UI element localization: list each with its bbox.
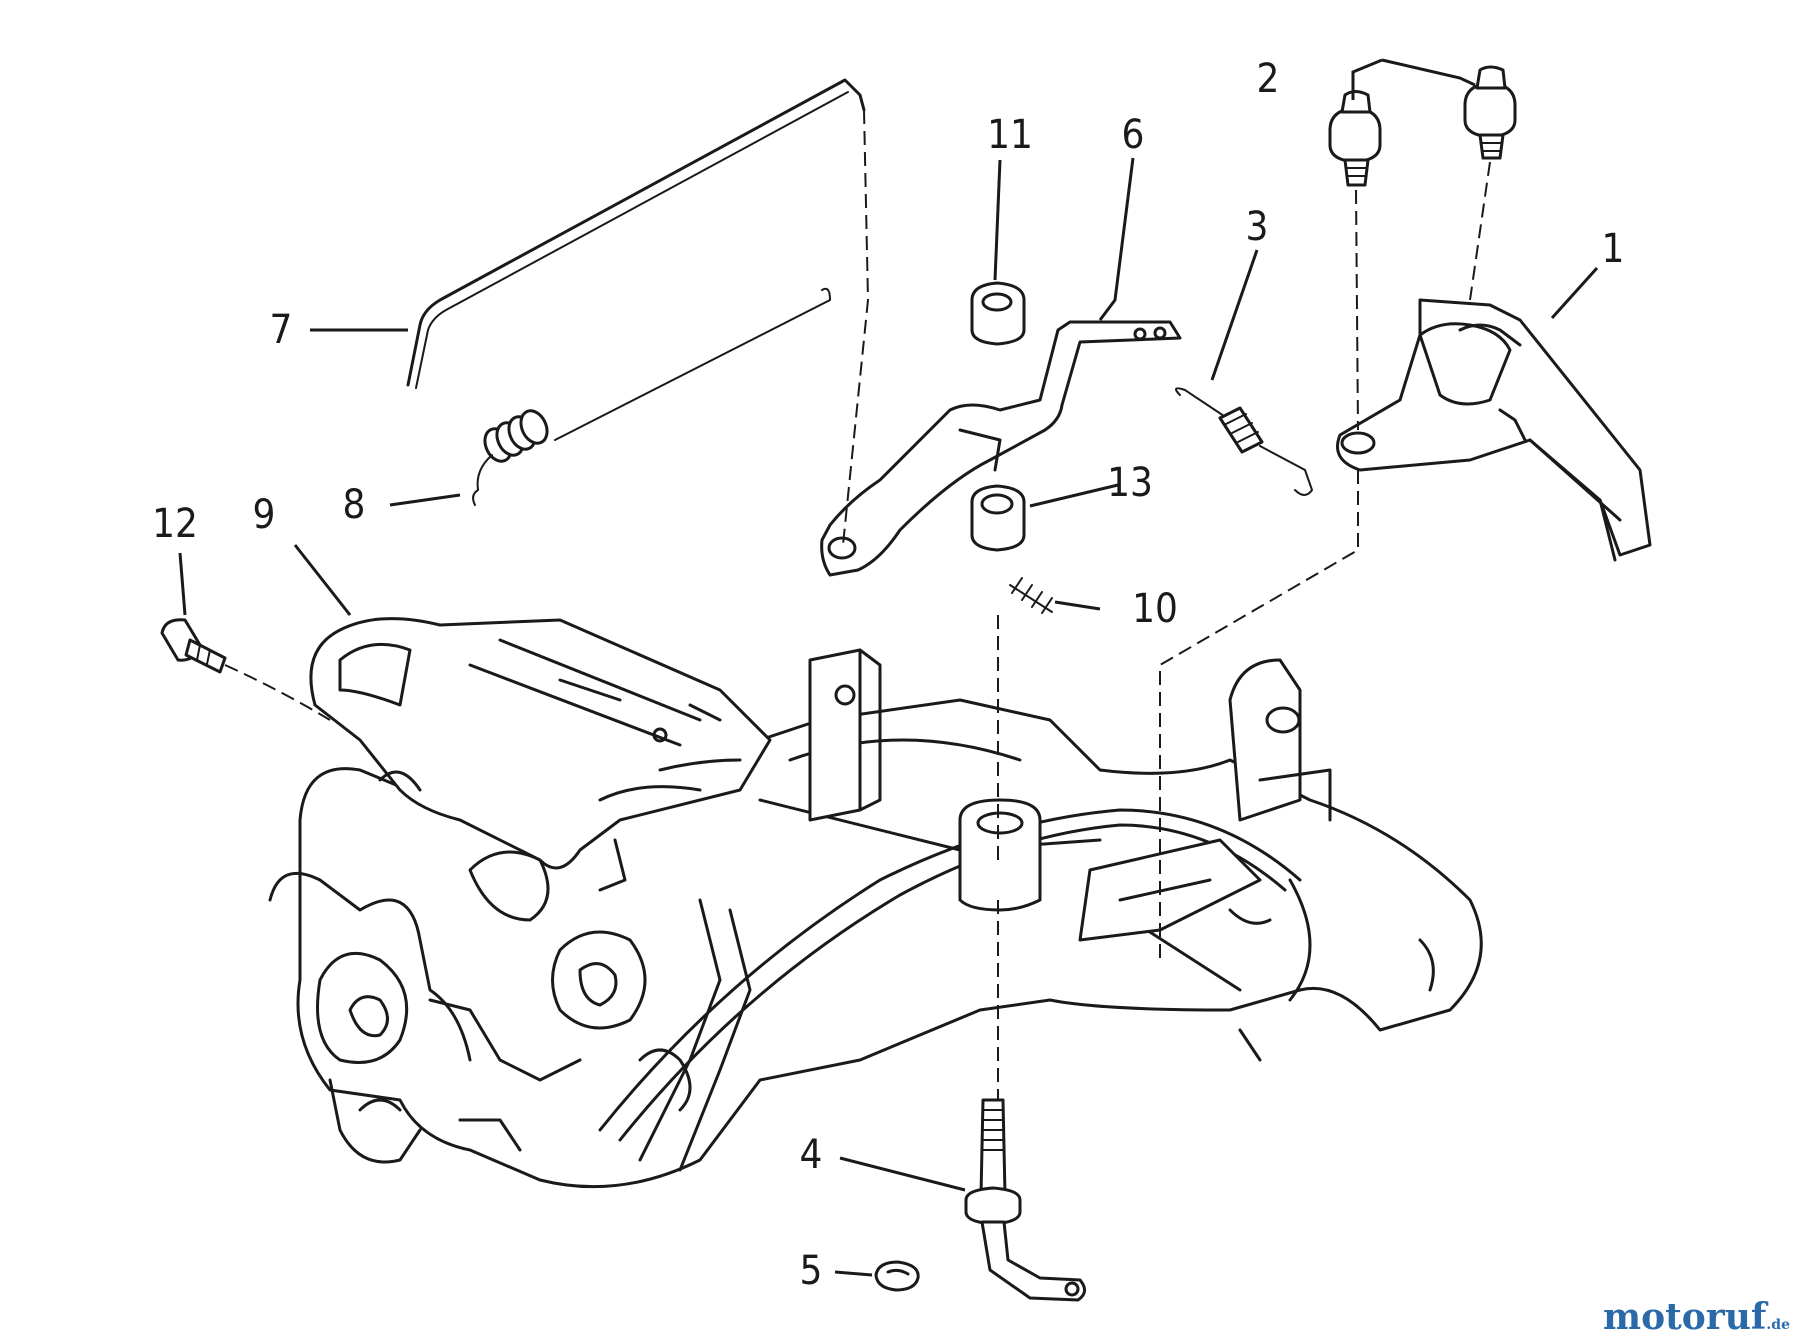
callout-5: 5 (800, 1248, 823, 1294)
assembly-axis-lines (224, 109, 1491, 1100)
callout-13: 13 (1107, 460, 1153, 506)
callout-3: 3 (1246, 204, 1269, 250)
throttle-rod-part-7 (406, 78, 866, 389)
watermark-tld: .de (1766, 1317, 1790, 1333)
callout-1: 1 (1602, 226, 1625, 272)
callout-2: 2 (1257, 56, 1280, 102)
bolt-part-12 (160, 618, 227, 674)
leader-lines (178, 58, 1599, 1277)
watermark-logo: motoruf.de (1603, 1296, 1790, 1338)
callout-labels: 1 2 3 4 5 6 7 8 9 10 11 12 13 (152, 56, 1624, 1294)
callout-6: 6 (1122, 112, 1145, 158)
callout-4: 4 (800, 1132, 823, 1178)
callout-8: 8 (343, 482, 366, 528)
callout-9: 9 (253, 492, 276, 538)
spring-part-10 (1009, 577, 1053, 614)
washer-part-5 (874, 1260, 920, 1292)
bolt-part-2-left (1328, 90, 1382, 187)
stud-part-4 (964, 1098, 1086, 1302)
callout-7: 7 (270, 307, 293, 353)
callout-12: 12 (152, 501, 198, 547)
nut-part-11 (970, 281, 1026, 346)
cover-part-9 (309, 617, 772, 892)
spring-part-8 (472, 287, 832, 506)
bracket-part-1 (1336, 298, 1652, 562)
spring-part-3 (1175, 387, 1314, 496)
callout-10: 10 (1132, 586, 1178, 632)
bolt-part-2-right (1463, 65, 1517, 160)
governor-arm-part-6 (820, 320, 1182, 577)
callout-11: 11 (987, 112, 1033, 158)
watermark-text: motoruf (1603, 1296, 1767, 1338)
bushing-part-13 (970, 484, 1026, 552)
